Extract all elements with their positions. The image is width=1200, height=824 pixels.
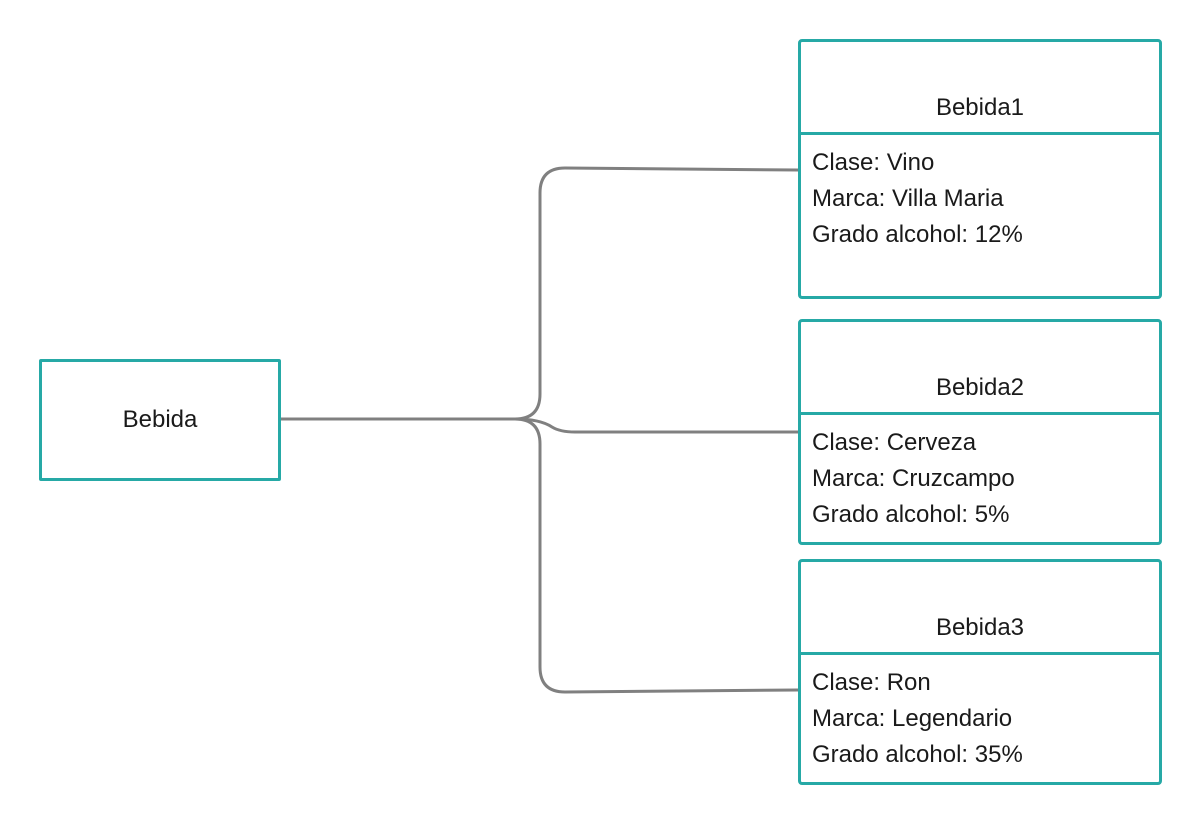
entity-card-bebida1[interactable]: Bebida1 Clase: Vino Marca: Villa Maria G… — [798, 39, 1162, 299]
attribute-grado-alcohol: Grado alcohol: 35% — [812, 741, 1023, 768]
attribute-grado-alcohol: Grado alcohol: 12% — [812, 221, 1023, 248]
attribute-clase: Clase: Vino — [812, 149, 935, 176]
card-body: Clase: Ron Marca: Legendario Grado alcoh… — [801, 655, 1159, 773]
root-node[interactable]: Bebida — [39, 359, 281, 481]
entity-card-bebida2[interactable]: Bebida2 Clase: Cerveza Marca: Cruzcampo … — [798, 319, 1162, 545]
card-title: Bebida2 — [935, 374, 1025, 401]
attribute-clase: Clase: Ron — [812, 669, 931, 696]
entity-card-bebida3[interactable]: Bebida3 Clase: Ron Marca: Legendario Gra… — [798, 559, 1162, 785]
connector-to-bebida2 — [279, 417, 800, 434]
card-body: Clase: Cerveza Marca: Cruzcampo Grado al… — [801, 415, 1159, 533]
card-body: Clase: Vino Marca: Villa Maria Grado alc… — [801, 135, 1159, 253]
attribute-marca: Marca: Cruzcampo — [812, 465, 1015, 492]
card-header: Bebida2 — [801, 322, 1159, 415]
attribute-clase: Clase: Cerveza — [812, 429, 977, 456]
card-header: Bebida3 — [801, 562, 1159, 655]
card-title: Bebida1 — [935, 94, 1025, 121]
connector-to-bebida3 — [279, 417, 800, 694]
attribute-marca: Marca: Villa Maria — [812, 185, 1004, 212]
root-node-label: Bebida — [122, 406, 198, 433]
card-header: Bebida1 — [801, 42, 1159, 135]
attribute-marca: Marca: Legendario — [812, 705, 1013, 732]
connector-to-bebida1 — [279, 166, 800, 421]
card-title: Bebida3 — [935, 614, 1025, 641]
attribute-grado-alcohol: Grado alcohol: 5% — [812, 501, 1010, 528]
